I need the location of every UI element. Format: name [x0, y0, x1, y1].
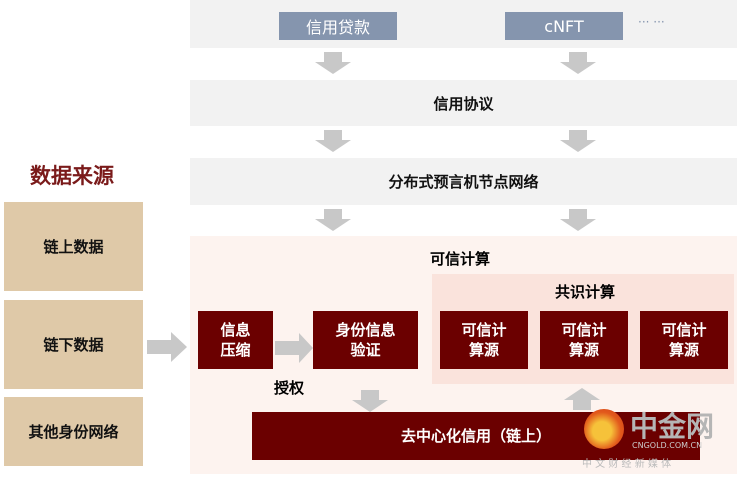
- trusted-computing-title: 可信计算: [430, 250, 491, 268]
- arrow-down-icon: [315, 130, 351, 152]
- watermark-logo: 中金网 CNGOLD.COM.CN 中 文 财 经 新 媒 体: [580, 405, 730, 475]
- onchain-credit-box: 去中心化信用（链上）: [252, 412, 700, 460]
- arrow-down-icon: [315, 52, 351, 74]
- trusted-source-box: 可信计 算源: [540, 311, 628, 369]
- arrow-right-icon: [275, 333, 313, 363]
- logo-icon: [584, 409, 624, 449]
- credit-protocol-layer: 信用协议: [190, 80, 737, 126]
- arrow-up-icon: [564, 388, 600, 410]
- offchain-data-box: 链下数据: [4, 300, 143, 389]
- onchain-data-box: 链上数据: [4, 202, 143, 291]
- trusted-source-box: 可信计 算源: [640, 311, 728, 369]
- watermark-name: 中金网: [630, 410, 715, 443]
- watermark-domain: CNGOLD.COM.CN: [632, 441, 703, 450]
- info-compress-box: 信息 压缩: [198, 311, 273, 369]
- arrow-right-icon: [147, 332, 187, 362]
- oracle-network-layer: 分布式预言机节点网络: [190, 158, 737, 205]
- arrow-down-icon: [352, 390, 388, 412]
- credit-loan-box: 信用贷款: [279, 12, 397, 40]
- arrow-down-icon: [560, 209, 596, 231]
- arrow-down-icon: [315, 209, 351, 231]
- watermark-slogan: 中 文 财 经 新 媒 体: [582, 459, 672, 470]
- authorize-label: 授权: [274, 379, 305, 397]
- arrow-down-icon: [560, 52, 596, 74]
- data-sources-title: 数据来源: [30, 164, 114, 188]
- cnft-box: cNFT: [505, 12, 623, 40]
- identity-verify-box: 身份信息 验证: [313, 311, 418, 369]
- trusted-source-box: 可信计 算源: [440, 311, 528, 369]
- more-ellipsis: ··· ···: [638, 15, 665, 29]
- other-identity-box: 其他身份网络: [4, 397, 143, 466]
- arrow-down-icon: [560, 130, 596, 152]
- consensus-title: 共识计算: [555, 283, 616, 301]
